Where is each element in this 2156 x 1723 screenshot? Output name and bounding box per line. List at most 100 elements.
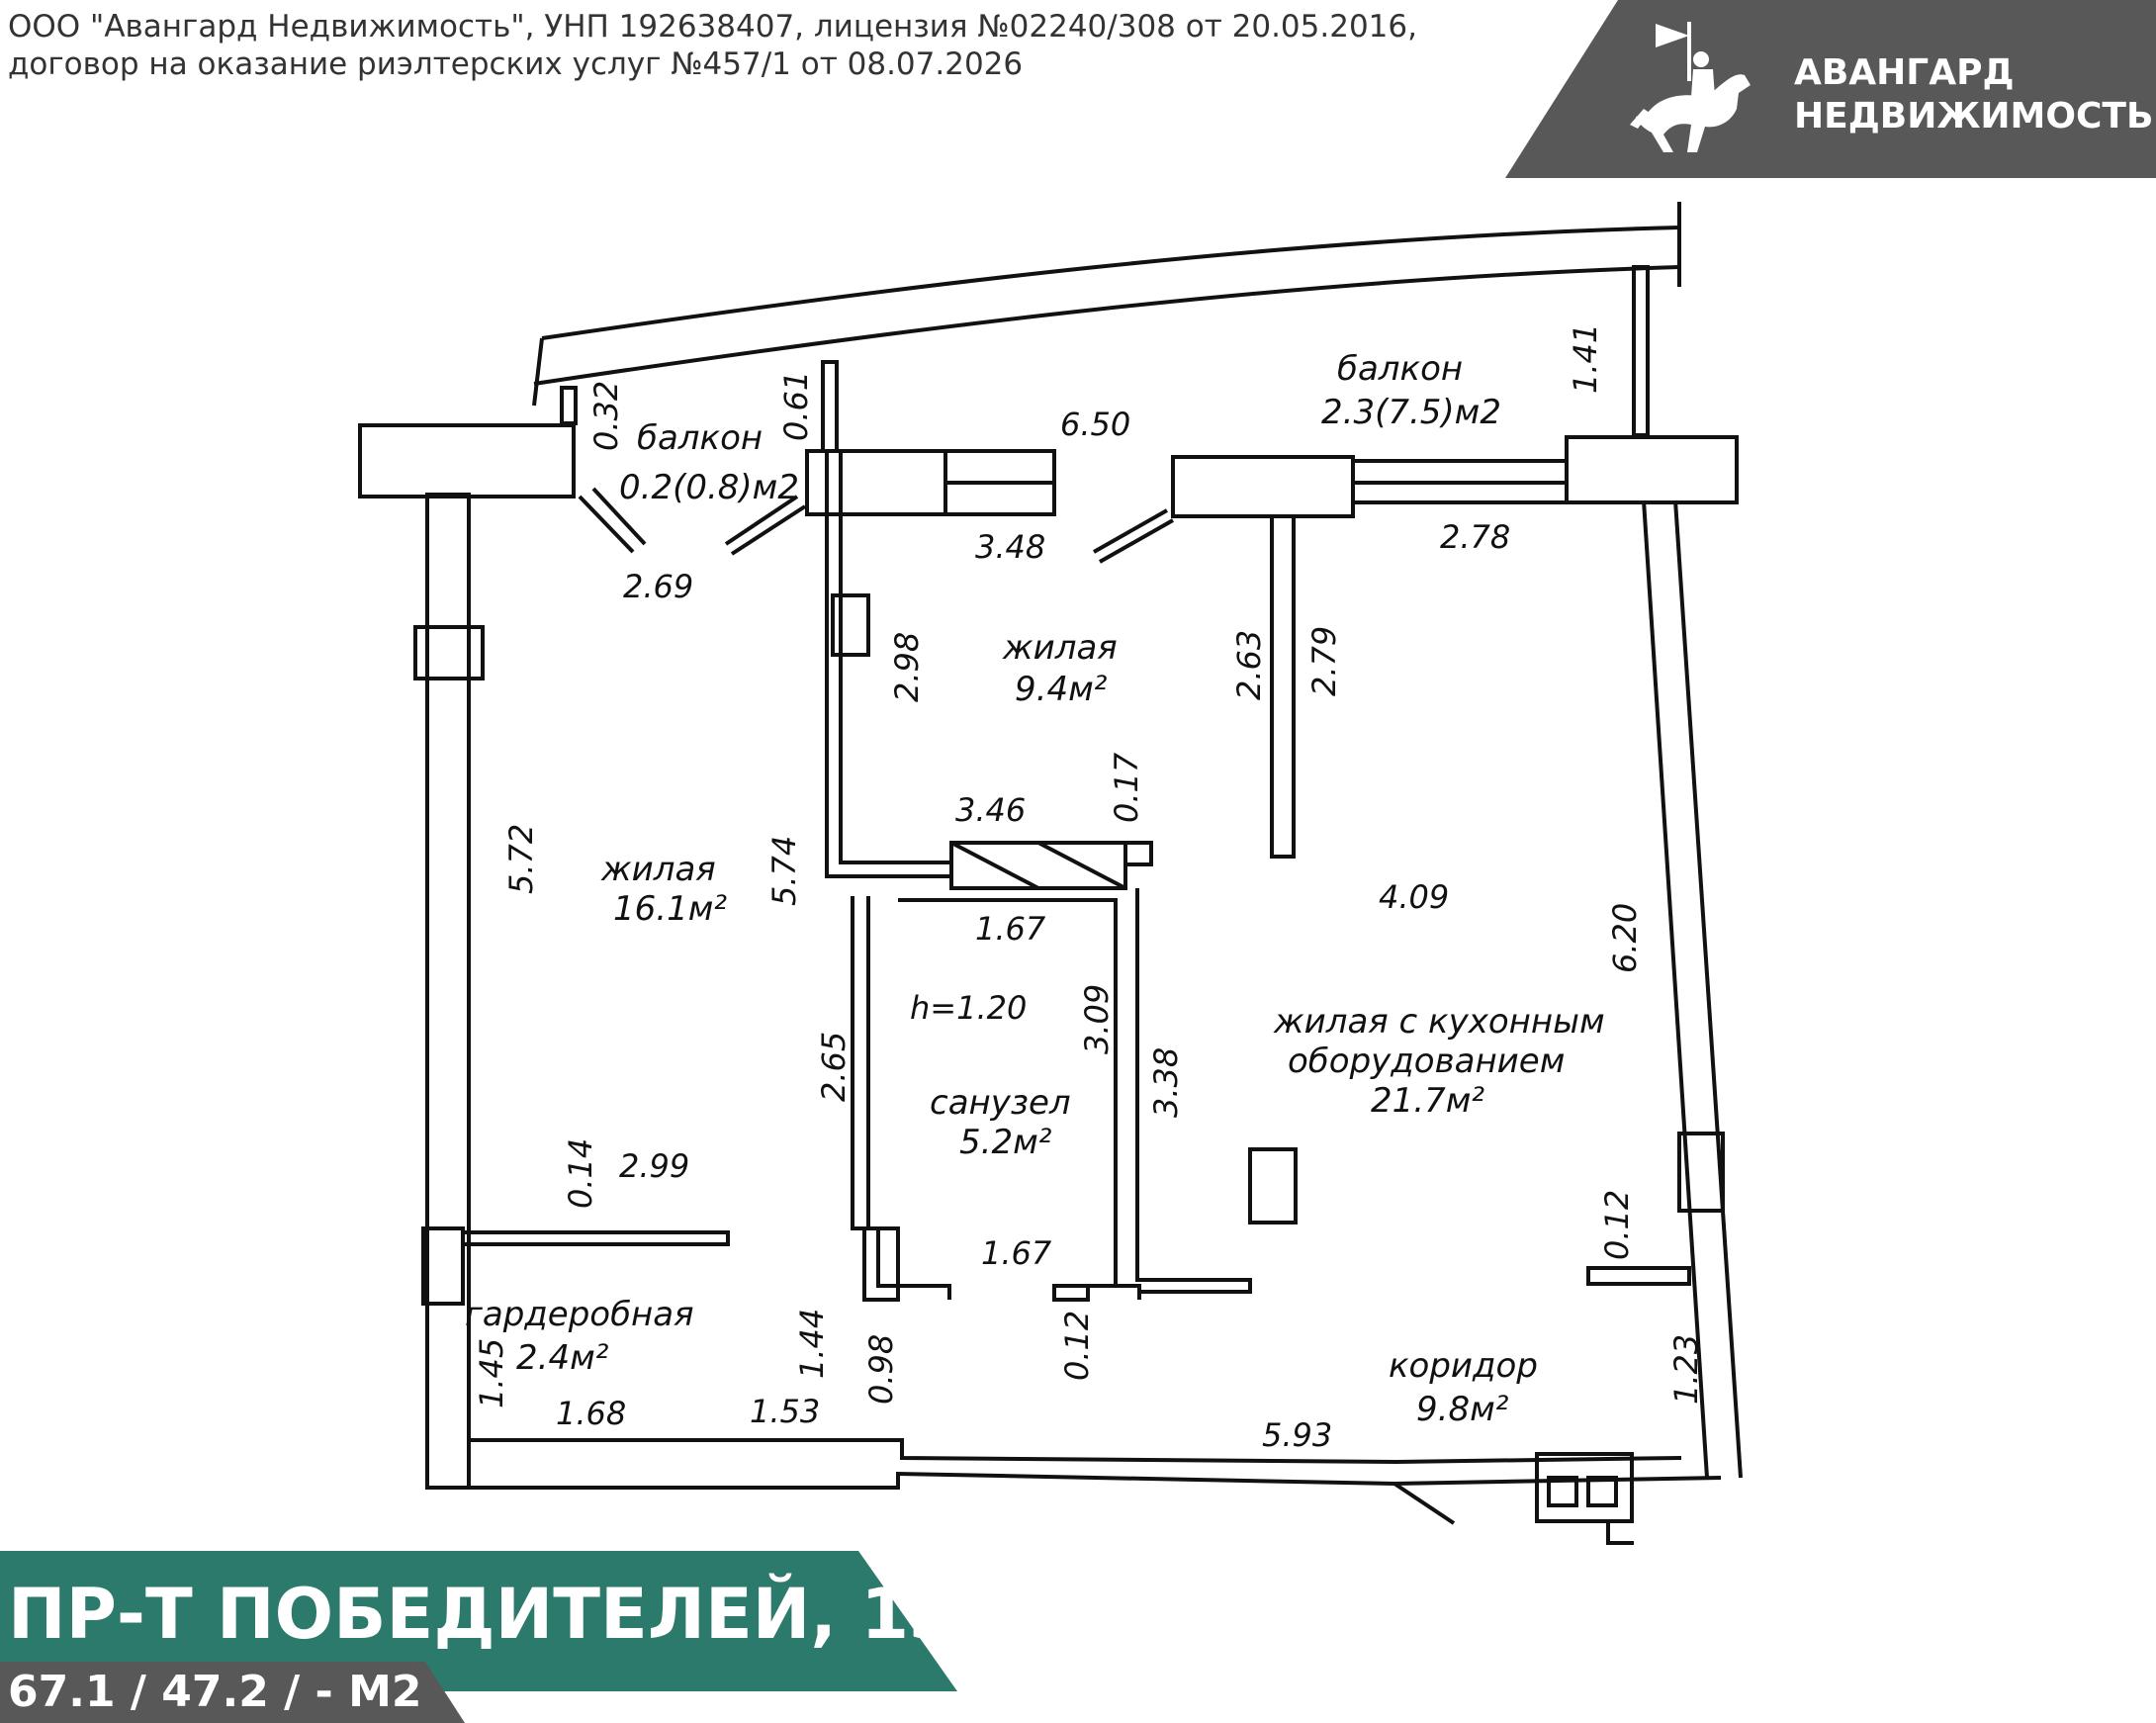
wardrobe-name: гардеробная <box>465 1295 694 1334</box>
shaft-block <box>1535 1452 1634 1523</box>
kitchen-partition <box>1270 514 1296 859</box>
dim-0-14: 0.14 <box>562 1138 599 1209</box>
bottom-wall-inner <box>469 1438 1682 1465</box>
dim-2-98: 2.98 <box>888 632 926 702</box>
dim-0-12-left: 0.12 <box>1058 1311 1096 1381</box>
window-left <box>358 423 576 499</box>
wall-left-end <box>532 337 544 407</box>
listing-address: ПР-Т ПОБЕДИТЕЛЕЙ, 133 <box>8 1574 1006 1655</box>
area-band <box>0 1662 465 1723</box>
kitchen-island <box>1248 1147 1298 1224</box>
license-info: ООО "Авангард Недвижимость", УНП 1926384… <box>8 8 1491 83</box>
shaft-step <box>1606 1521 1634 1545</box>
dim-4-09: 4.09 <box>1379 878 1449 916</box>
living-kitchen-name-2: оборудованием <box>1288 1042 1565 1081</box>
balcony-right-area: 2.3(7.5)м2 <box>1321 393 1501 432</box>
dim-3-48: 3.48 <box>975 528 1045 566</box>
right-window <box>1677 1132 1725 1213</box>
dim-0-98: 0.98 <box>862 1334 900 1405</box>
plan-walls <box>358 202 1743 1545</box>
corridor-name: коридор <box>1389 1346 1538 1386</box>
dim-5-72: 5.72 <box>502 824 540 894</box>
left-window <box>413 625 485 680</box>
window-mid-right <box>1171 455 1355 518</box>
door-leaf-1b <box>591 487 647 546</box>
dim-0-12-right: 0.12 <box>1598 1190 1636 1260</box>
dim-3-38: 3.38 <box>1147 1047 1185 1118</box>
left-pier <box>421 1226 465 1306</box>
living-kitchen-name-1: жилая с кухонным <box>1273 1002 1605 1042</box>
brand-name: АВАНГАРД НЕДВИЖИМОСТЬ <box>1794 51 2153 138</box>
shaft-cell-2 <box>1586 1476 1618 1507</box>
bathroom-inner <box>898 898 1118 1284</box>
entry-door <box>1392 1482 1456 1525</box>
bottom-wall <box>427 1471 1722 1490</box>
dim-2-79: 2.79 <box>1305 626 1343 696</box>
dim-1-67-top: 1.67 <box>975 910 1046 948</box>
brand-name-line-1: АВАНГАРД <box>1794 52 2015 93</box>
living-1-area: 9.4м² <box>1015 670 1108 709</box>
bathroom-left-wall <box>851 896 870 1230</box>
bathroom-area: 5.2м² <box>959 1123 1052 1162</box>
balcony-left-area: 0.2(0.8)м2 <box>619 468 799 507</box>
outer-wall-curve <box>541 226 1680 340</box>
living-2-name: жилая <box>600 850 716 889</box>
corridor-wall <box>1586 1266 1691 1286</box>
door-leaf-3 <box>1093 508 1168 554</box>
dim-h-1-20: h=1.20 <box>910 989 1027 1027</box>
dim-0-17: 0.17 <box>1108 752 1145 823</box>
wardrobe-area: 2.4м² <box>516 1338 609 1378</box>
door-leaf-2b <box>730 504 807 556</box>
knight-on-horse-icon <box>1630 22 1751 152</box>
dim-5-74: 5.74 <box>765 836 803 906</box>
dim-1-53: 1.53 <box>750 1393 820 1430</box>
dim-3-09: 3.09 <box>1078 984 1116 1054</box>
dim-1-45: 1.45 <box>473 1338 510 1408</box>
license-line-2: договор на оказание риэлтерских услуг №4… <box>8 46 1024 82</box>
dim-5-93: 5.93 <box>1262 1416 1332 1454</box>
listing-area: 67.1 / 47.2 / - М2 <box>8 1667 422 1717</box>
dim-2-78: 2.78 <box>1440 518 1510 556</box>
door-hatch-1 <box>950 841 1039 890</box>
dim-1-67-bottom: 1.67 <box>981 1234 1052 1272</box>
balcony-mid-wall <box>821 360 839 453</box>
dim-1-23: 1.23 <box>1667 1334 1705 1405</box>
dim-2-63: 2.63 <box>1230 630 1268 700</box>
dim-6-20: 6.20 <box>1606 903 1644 973</box>
bathroom-door-block <box>949 841 1127 890</box>
partition-vertical <box>825 451 951 878</box>
wardrobe-wall <box>461 1230 730 1246</box>
dim-3-46: 3.46 <box>955 791 1026 829</box>
corridor-area: 9.8м² <box>1416 1390 1509 1429</box>
bathroom-door-jamb <box>1052 1284 1090 1302</box>
dim-2-99: 2.99 <box>619 1147 689 1185</box>
dim-6-50: 6.50 <box>1060 406 1130 443</box>
door-leaf-2 <box>724 495 799 546</box>
door-hatch-2 <box>1037 841 1126 890</box>
window-right <box>1565 435 1739 504</box>
right-outer-wall-inner <box>1673 499 1743 1479</box>
brand-banner: АВАНГАРД НЕДВИЖИМОСТЬ <box>1505 0 2156 178</box>
dim-1-41: 1.41 <box>1567 323 1604 394</box>
left-outer-wall <box>425 493 471 1490</box>
dim-0-32: 0.32 <box>587 381 625 451</box>
door-leaf-3b <box>1099 518 1174 564</box>
partition-vertical-inner <box>839 451 951 864</box>
dim-1-68: 1.68 <box>556 1395 626 1432</box>
balcony-right-wall <box>1632 265 1650 437</box>
balcony-left-name: балкон <box>637 418 763 458</box>
dim-0-61: 0.61 <box>777 371 815 441</box>
living-2-area: 16.1м² <box>613 889 727 929</box>
bathroom-wall-bottom-left <box>876 1228 951 1300</box>
balcony-right-name: балкон <box>1337 349 1463 389</box>
bathroom-wall-bottom-right <box>1054 1284 1141 1300</box>
dim-1-44: 1.44 <box>793 1309 831 1379</box>
column-block <box>831 593 870 657</box>
shaft-cell-1 <box>1547 1476 1578 1507</box>
living-kitchen-area: 21.7м² <box>1371 1081 1484 1121</box>
license-line-1: ООО "Авангард Недвижимость", УНП 1926384… <box>8 9 1417 45</box>
door-stub <box>1123 841 1153 866</box>
bathroom-left-pier <box>862 1226 900 1302</box>
brand-name-line-2: НЕДВИЖИМОСТЬ <box>1794 96 2154 136</box>
